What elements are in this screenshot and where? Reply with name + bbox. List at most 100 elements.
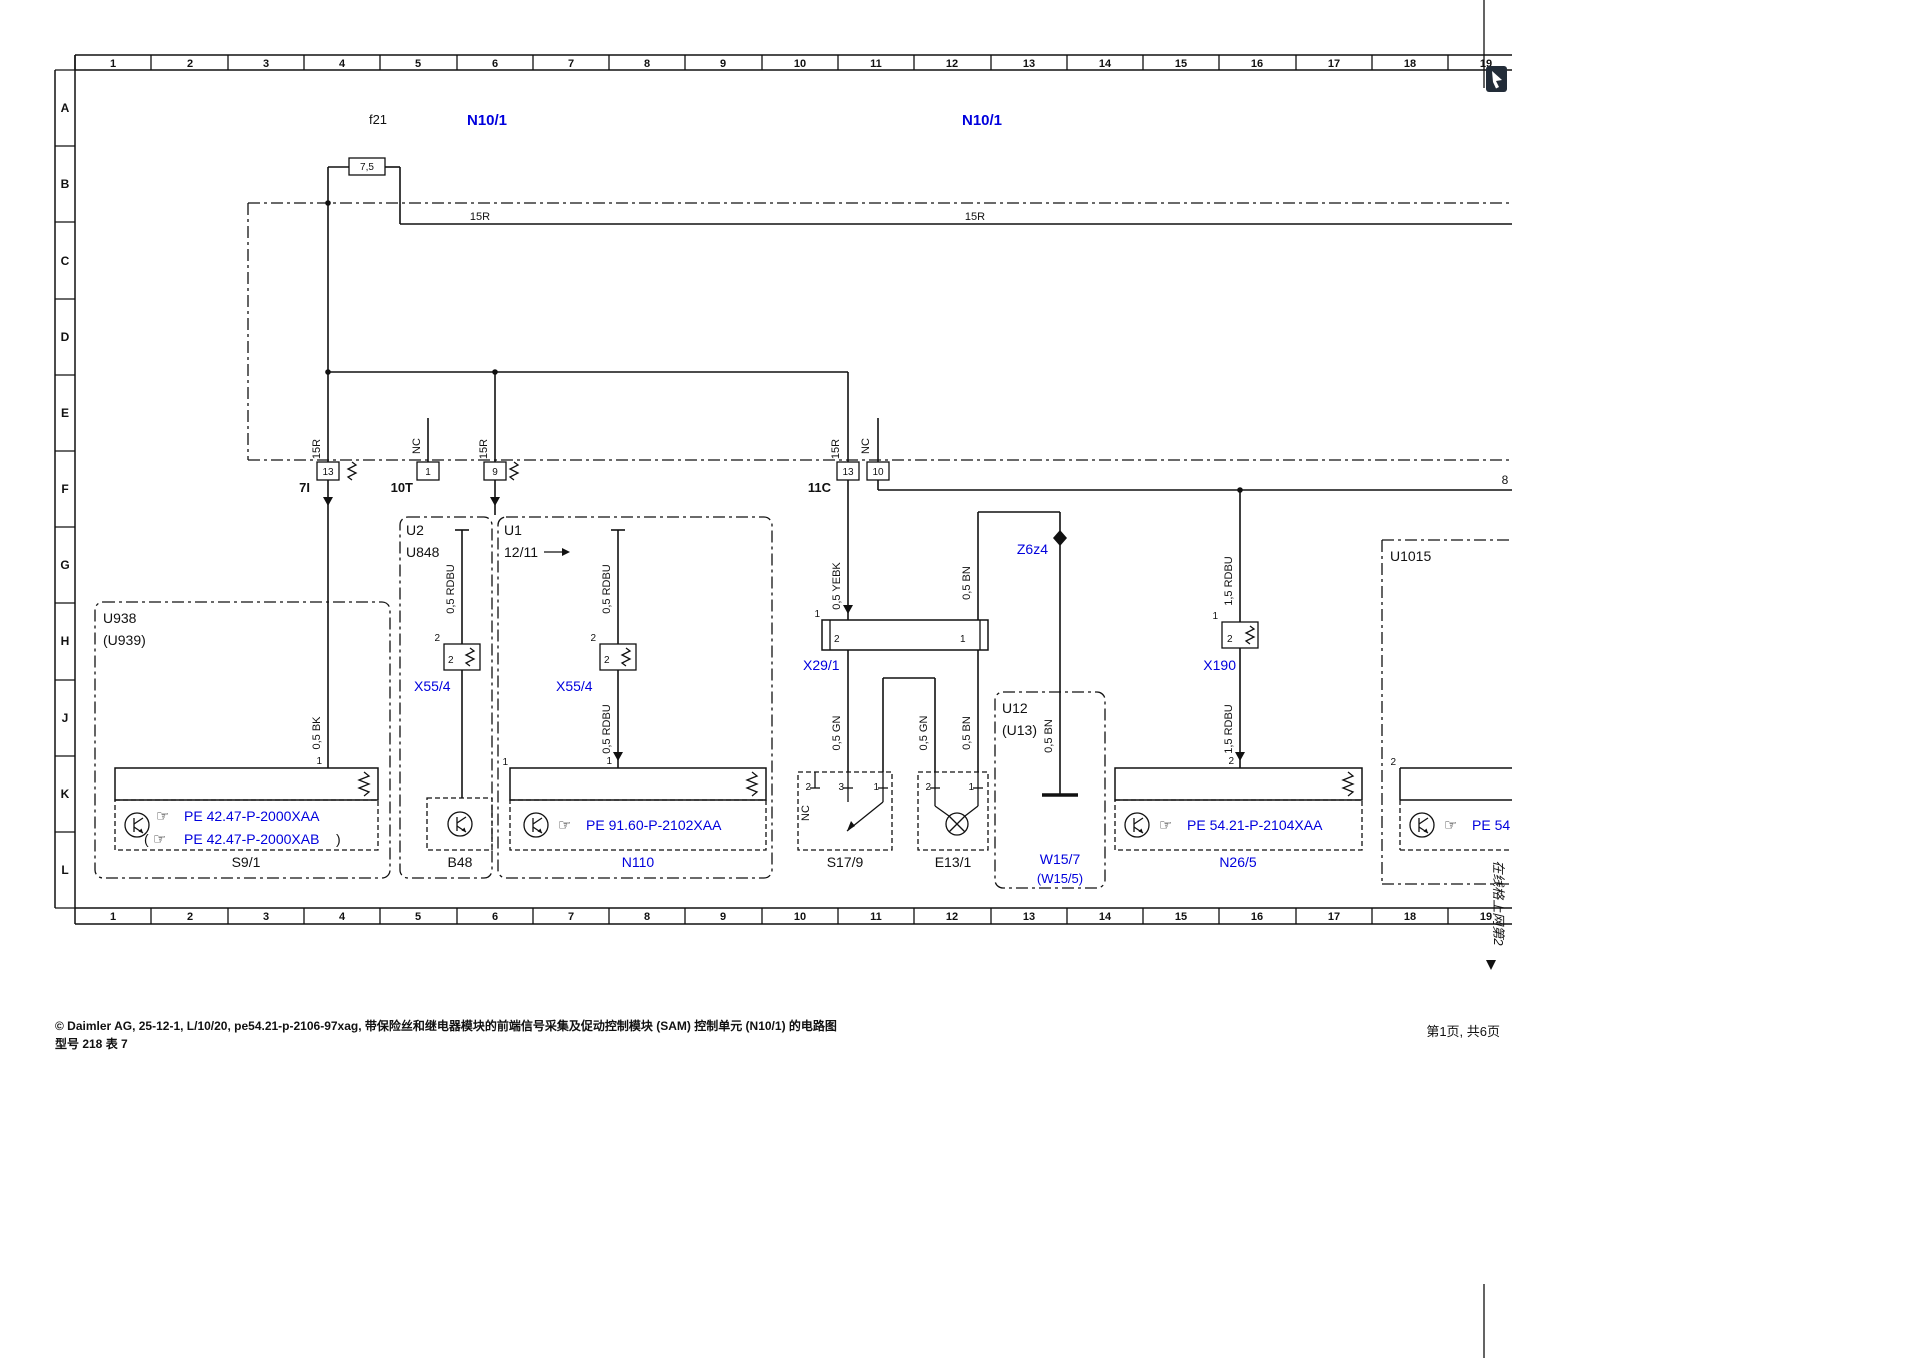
edge-pin-number: 8: [1502, 473, 1509, 487]
paren-close: ): [336, 831, 341, 847]
col-label: 5: [415, 911, 421, 923]
box-label-u938: U938: [103, 610, 137, 626]
col-label: 10: [794, 911, 806, 923]
device-label-w15[interactable]: W15/7: [1040, 851, 1081, 867]
box-ref-12-11: 12/11: [504, 544, 538, 560]
pin-number: 2: [925, 782, 931, 793]
row-label: A: [61, 101, 70, 115]
connector-label-x55-4[interactable]: X55/4: [414, 678, 451, 694]
col-label: 18: [1404, 58, 1416, 70]
wire-label-nc: NC: [411, 438, 423, 454]
splice-label-z6z4[interactable]: Z6z4: [1017, 541, 1048, 557]
device-label-n26[interactable]: N26/5: [1219, 854, 1257, 870]
wire-direction-arrow: [490, 497, 500, 506]
wire-direction-arrow: [323, 497, 333, 506]
col-label: 1: [110, 58, 116, 70]
pin-number: 9: [492, 467, 498, 478]
col-label: 15: [1175, 58, 1187, 70]
wire-label-15r: 15R: [830, 439, 842, 459]
box-label-u13: (U13): [1002, 722, 1037, 738]
device-box-e13: [917, 771, 989, 851]
connector-label-x190[interactable]: X190: [1203, 657, 1236, 673]
col-label: 9: [720, 911, 726, 923]
module-label-n10-right[interactable]: N10/1: [962, 112, 1002, 129]
connector-name-7i: 7I: [299, 480, 310, 495]
wire-direction-arrow: [613, 752, 623, 761]
pe-reference-link[interactable]: PE 91.60-P-2102XAA: [586, 817, 722, 833]
col-label: 4: [339, 58, 346, 70]
box-label-u2: U2: [406, 522, 424, 538]
module-label-n10-left[interactable]: N10/1: [467, 112, 507, 129]
col-label: 15: [1175, 911, 1187, 923]
device-symbol: [1409, 812, 1435, 838]
col-label: 16: [1251, 58, 1263, 70]
device-box-s9: [114, 799, 379, 851]
pin-number: 2: [604, 655, 610, 666]
device-box-n26: [1114, 799, 1363, 851]
pin-number: 2: [1227, 634, 1233, 645]
wire-label-rdbu15: 1,5 RDBU: [1223, 556, 1235, 606]
branch-x29-s17-e13-part: [964, 805, 979, 817]
col-label: 8: [644, 58, 650, 70]
col-label: 10: [794, 58, 806, 70]
branch-x29-s17-e13-part: [934, 805, 950, 817]
connector-coding-zigzag: [357, 771, 371, 797]
col-label: 18: [1404, 911, 1416, 923]
connector-strip-n26: [1114, 767, 1363, 801]
pe-reference-link[interactable]: PE 42.47-P-2000XAB: [184, 831, 319, 847]
col-label: 14: [1099, 911, 1112, 923]
box-label-u848: U848: [406, 544, 440, 560]
connector-coding-zigzag: [1341, 771, 1355, 797]
pin-number: 2: [448, 655, 454, 666]
connector-coding-zigzag: [464, 647, 476, 667]
device-label-s17: S17/9: [827, 854, 864, 870]
pin-number: 1: [814, 609, 820, 620]
footer-copyright-line: © Daimler AG, 25-12-1, L/10/20, pe54.21-…: [55, 1018, 837, 1033]
device-label-e13: E13/1: [935, 854, 972, 870]
footer: © Daimler AG, 25-12-1, L/10/20, pe54.21-…: [55, 1018, 1500, 1051]
connector-x29-1: [821, 619, 989, 651]
pin-number: 3: [838, 782, 844, 793]
pointing-hand-icon: ☞: [156, 808, 169, 825]
device-box-s17: [797, 771, 893, 851]
ruler-left: A B C D E F G H J K L: [54, 55, 76, 924]
col-label: 6: [492, 58, 498, 70]
wire-label-15r: 15R: [311, 439, 323, 459]
connector-coding-zigzag: [1244, 625, 1256, 645]
connector-coding-zigzag: [508, 461, 520, 481]
row-label: D: [61, 330, 70, 344]
pin-number: 1: [502, 757, 508, 768]
row-label: G: [60, 558, 69, 572]
connector-label-x29-1[interactable]: X29/1: [803, 657, 840, 673]
device-label-n110[interactable]: N110: [622, 854, 655, 870]
col-label: 11: [870, 58, 882, 70]
connector-label-x55-4[interactable]: X55/4: [556, 678, 593, 694]
switch-actuation-arrow: [847, 821, 855, 831]
bus-circuit-label: 15R: [965, 211, 985, 223]
pe-reference-link[interactable]: PE 42.47-P-2000XAA: [184, 808, 320, 824]
branch-u1-n110: U1 12/11 0,5 RDBU 2 2 X55/4 0,5 RDBU 1 1…: [497, 516, 773, 879]
wire-label-nc: NC: [800, 805, 812, 821]
col-label: 4: [339, 911, 346, 923]
row-label: K: [61, 787, 70, 801]
wire-label-rdbu: 0,5 RDBU: [445, 564, 457, 614]
connector-coding-zigzag: [620, 647, 632, 667]
component-box-u2: [399, 516, 493, 879]
pe-reference-link[interactable]: PE 54: [1472, 817, 1510, 833]
row-label: C: [61, 254, 70, 268]
splice-symbol-z6z4: [1053, 530, 1067, 546]
wire-label-bn: 0,5 BN: [961, 566, 973, 600]
col-label: 13: [1023, 911, 1035, 923]
branch-s9: 0,5 BK U938 (U939) 1 ☞ PE 42.47-P-2000XA…: [94, 480, 391, 879]
pin-number: 1: [960, 634, 966, 645]
device-box-b48: [426, 797, 493, 851]
pin-number: 2: [834, 634, 840, 645]
pin-number: 1: [1212, 611, 1218, 622]
row-label: E: [61, 406, 69, 420]
pe-reference-link[interactable]: PE 54.21-P-2104XAA: [1187, 817, 1323, 833]
fuse-name-label: f21: [369, 112, 387, 127]
device-label-w15-alt[interactable]: (W15/5): [1037, 871, 1083, 886]
pin-number: 2: [590, 633, 596, 644]
footer-model-line: 型号 218 表 7: [55, 1036, 128, 1051]
